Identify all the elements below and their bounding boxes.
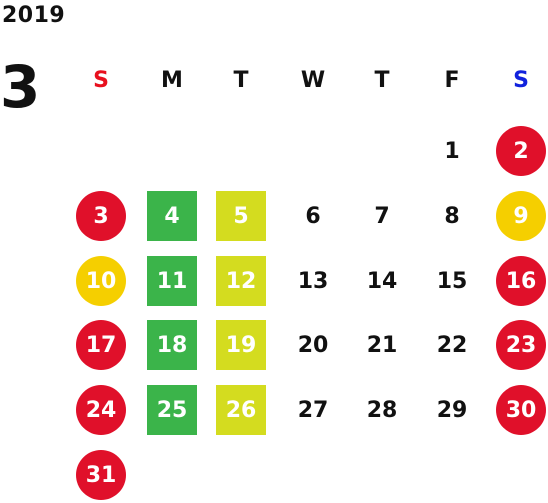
month-number: 3 <box>0 53 41 121</box>
day-cell[interactable]: 24 <box>76 385 126 435</box>
day-cell[interactable]: 30 <box>496 385 546 435</box>
weekday-label: T <box>374 68 390 93</box>
weekday-label: M <box>161 68 183 93</box>
weekday-label: T <box>233 68 249 93</box>
day-cell[interactable]: 3 <box>76 191 126 241</box>
day-cell[interactable]: 20 <box>297 332 329 358</box>
day-cell[interactable]: 29 <box>436 397 468 423</box>
day-cell[interactable]: 28 <box>366 397 398 423</box>
day-cell[interactable]: 22 <box>436 332 468 358</box>
day-cell[interactable]: 16 <box>496 256 546 306</box>
day-cell[interactable]: 25 <box>147 385 197 435</box>
day-cell[interactable]: 17 <box>76 320 126 370</box>
day-cell[interactable]: 31 <box>76 450 126 500</box>
day-cell[interactable]: 21 <box>366 332 398 358</box>
day-cell[interactable]: 13 <box>297 268 329 294</box>
day-cell[interactable]: 18 <box>147 320 197 370</box>
year-label: 2019 <box>2 3 66 28</box>
day-cell[interactable]: 10 <box>76 256 126 306</box>
weekday-label: S <box>93 68 109 93</box>
day-cell[interactable]: 26 <box>216 385 266 435</box>
day-cell[interactable]: 14 <box>366 268 398 294</box>
weekday-label: W <box>300 68 326 93</box>
day-cell[interactable]: 12 <box>216 256 266 306</box>
day-cell[interactable]: 2 <box>496 126 546 176</box>
day-cell[interactable]: 5 <box>216 191 266 241</box>
day-cell[interactable]: 19 <box>216 320 266 370</box>
day-cell[interactable]: 15 <box>436 268 468 294</box>
day-cell[interactable]: 1 <box>444 138 460 164</box>
weekday-label: S <box>513 68 529 93</box>
day-cell[interactable]: 8 <box>444 203 460 229</box>
day-cell[interactable]: 9 <box>496 191 546 241</box>
day-cell[interactable]: 7 <box>374 203 390 229</box>
day-cell[interactable]: 23 <box>496 320 546 370</box>
weekday-label: F <box>444 68 460 93</box>
day-cell[interactable]: 4 <box>147 191 197 241</box>
day-cell[interactable]: 6 <box>305 203 321 229</box>
day-cell[interactable]: 27 <box>297 397 329 423</box>
day-cell[interactable]: 11 <box>147 256 197 306</box>
